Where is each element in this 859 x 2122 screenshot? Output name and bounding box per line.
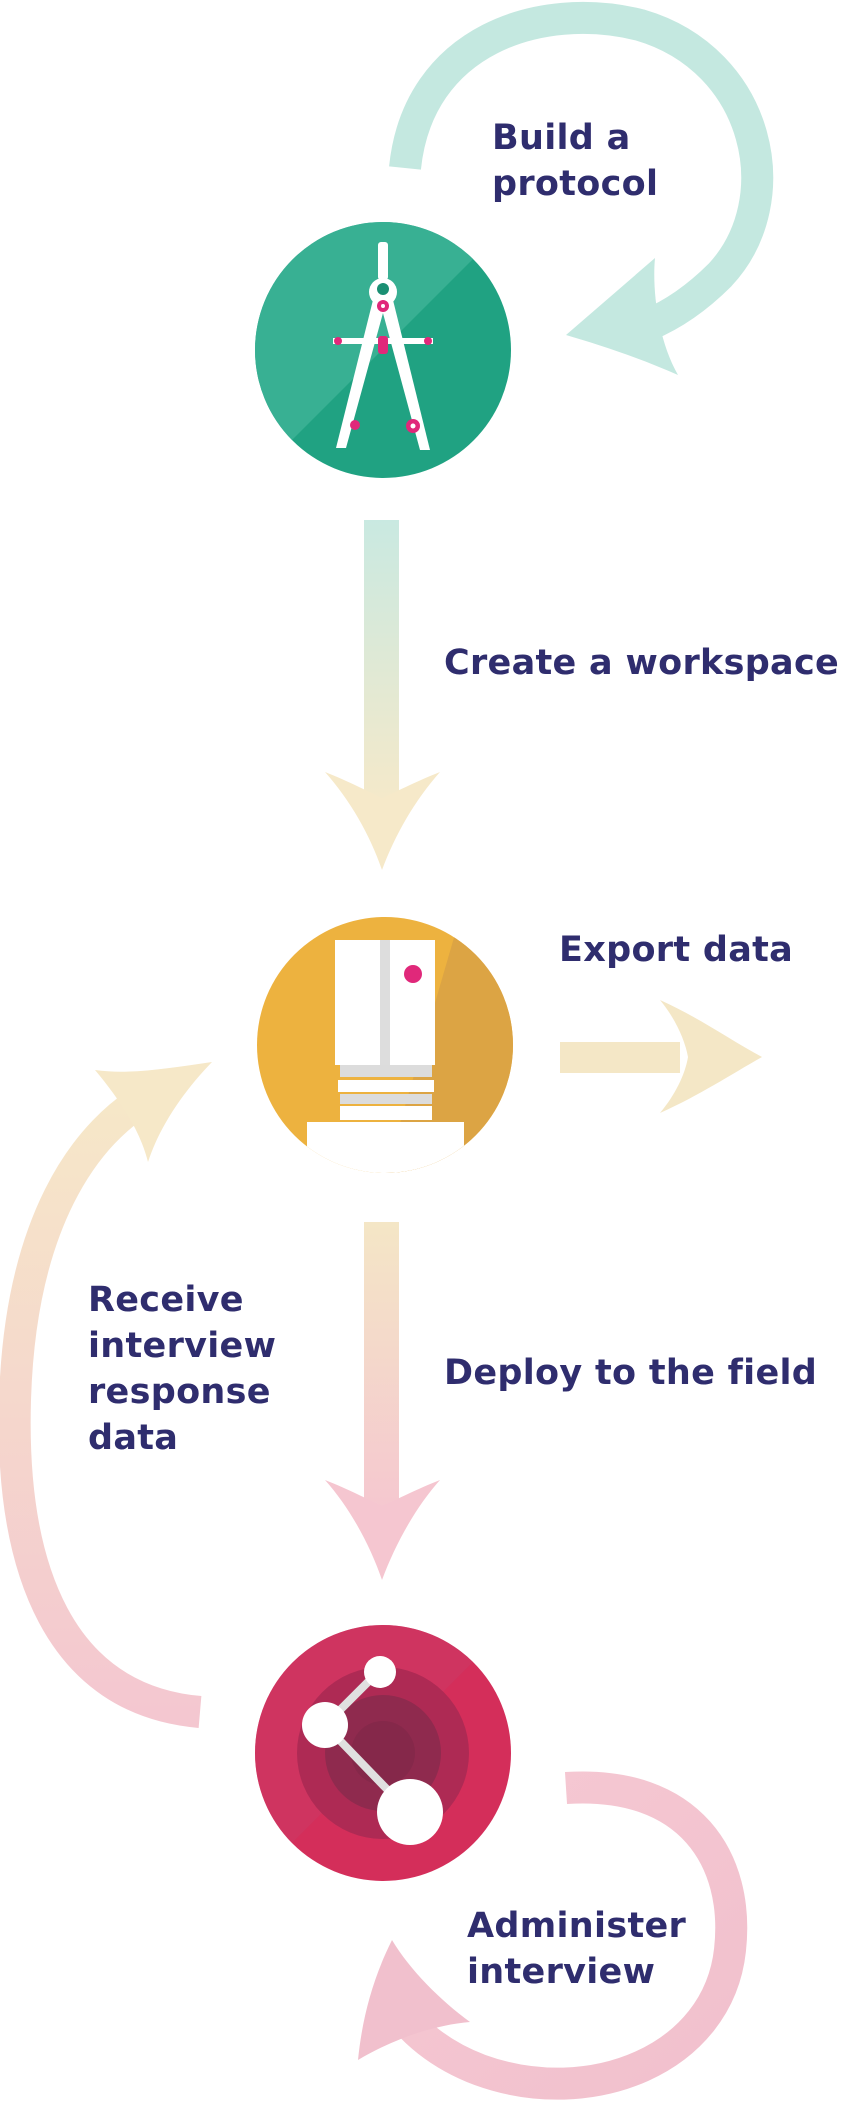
administer-interview-label: Administer interview	[467, 1903, 686, 1995]
export-data-arrow	[560, 1000, 762, 1113]
server-circle	[257, 917, 513, 1173]
administer-interview-line-2: interview	[467, 1952, 656, 1992]
export-data-line-1: Export data	[559, 930, 794, 970]
receive-data-line-1: Receive	[88, 1280, 244, 1320]
receive-data-line-2: interview	[88, 1326, 277, 1366]
administer-interview-line-1: Administer	[467, 1906, 687, 1946]
create-workspace-arrow	[325, 520, 440, 870]
deploy-field-arrow	[325, 1222, 440, 1580]
deploy-field-line-1: Deploy to the field	[444, 1353, 818, 1393]
build-protocol-label: Build a protocol	[492, 115, 658, 207]
deploy-field-label: Deploy to the field	[444, 1350, 817, 1396]
receive-data-line-3: response	[88, 1372, 271, 1412]
receive-data-loop-arrow	[0, 1062, 212, 1728]
architect-circle	[255, 222, 511, 478]
create-workspace-label: Create a workspace	[444, 640, 839, 686]
interviewer-circle	[255, 1625, 511, 1881]
network-icon	[302, 1656, 443, 1845]
export-data-label: Export data	[559, 927, 793, 973]
create-workspace-line-1: Create a workspace	[444, 643, 840, 683]
build-protocol-loop-arrow	[389, 2, 774, 375]
receive-data-label: Receive interview response data	[88, 1277, 276, 1461]
build-protocol-line-2: protocol	[492, 164, 659, 204]
administer-interview-loop-arrow	[358, 1771, 748, 2100]
build-protocol-line-1: Build a	[492, 118, 631, 158]
server-icon	[307, 940, 464, 1173]
compass-icon	[333, 242, 433, 450]
receive-data-line-4: data	[88, 1418, 179, 1458]
